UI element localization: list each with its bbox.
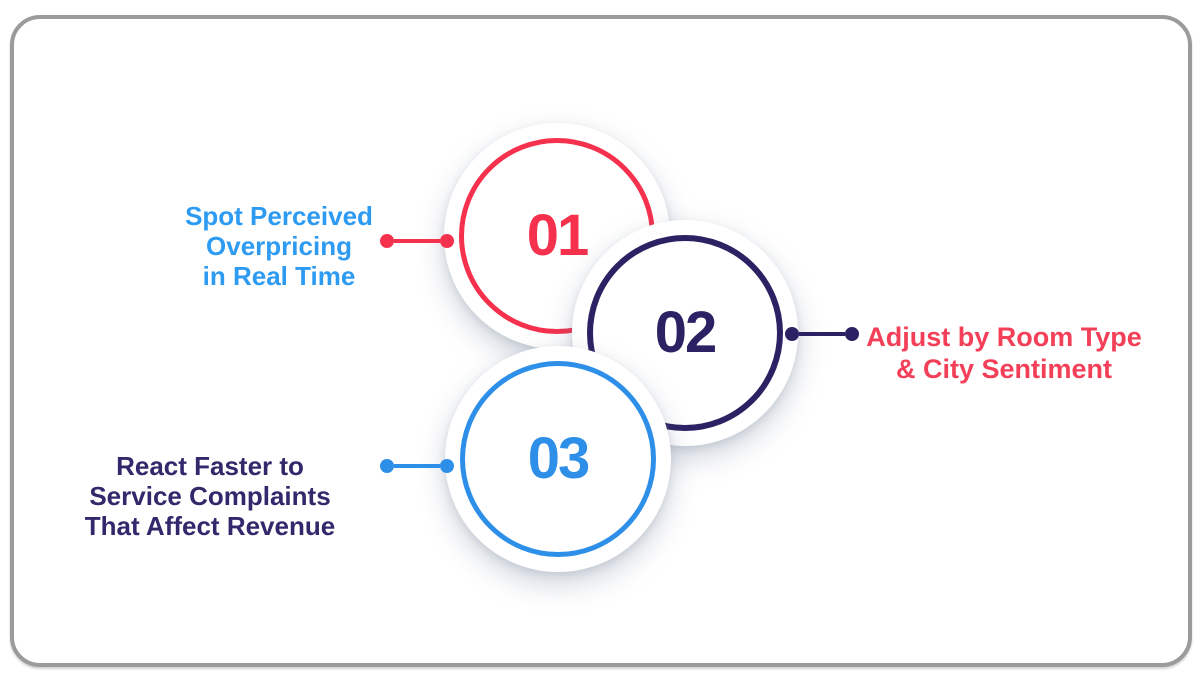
connector-dot-icon (380, 234, 394, 248)
connector-dot-icon (440, 234, 454, 248)
label-line: Overpricing (206, 231, 352, 261)
step-label-03: React Faster to Service Complaints That … (50, 451, 370, 541)
step-number-03: 03 (527, 426, 590, 491)
label-line: in Real Time (202, 261, 356, 291)
rounded-card: 01 Spot Perceived Overpricing in Real Ti… (10, 15, 1192, 667)
step-number-02: 02 (654, 300, 717, 365)
connector-01 (380, 234, 454, 248)
label-line: React Faster to (116, 451, 304, 481)
step-circle-03: 03 (445, 346, 671, 572)
connector-line (394, 239, 440, 243)
connector-line (394, 464, 440, 468)
connector-dot-icon (440, 459, 454, 473)
step-number-01: 01 (526, 203, 589, 268)
connector-02 (785, 327, 859, 341)
connector-dot-icon (785, 327, 799, 341)
label-line: That Affect Revenue (84, 511, 336, 541)
step-ring-03: 03 (460, 361, 656, 557)
label-line: Adjust by Room Type (866, 322, 1142, 352)
label-line: Service Complaints (89, 481, 331, 511)
step-label-01: Spot Perceived Overpricing in Real Time (129, 201, 429, 291)
label-line: & City Sentiment (895, 354, 1113, 384)
connector-dot-icon (380, 459, 394, 473)
step-label-02: Adjust by Room Type & City Sentiment (844, 321, 1164, 385)
connector-dot-icon (845, 327, 859, 341)
label-line: Spot Perceived (185, 201, 373, 231)
connector-line (799, 332, 845, 336)
connector-03 (380, 459, 454, 473)
